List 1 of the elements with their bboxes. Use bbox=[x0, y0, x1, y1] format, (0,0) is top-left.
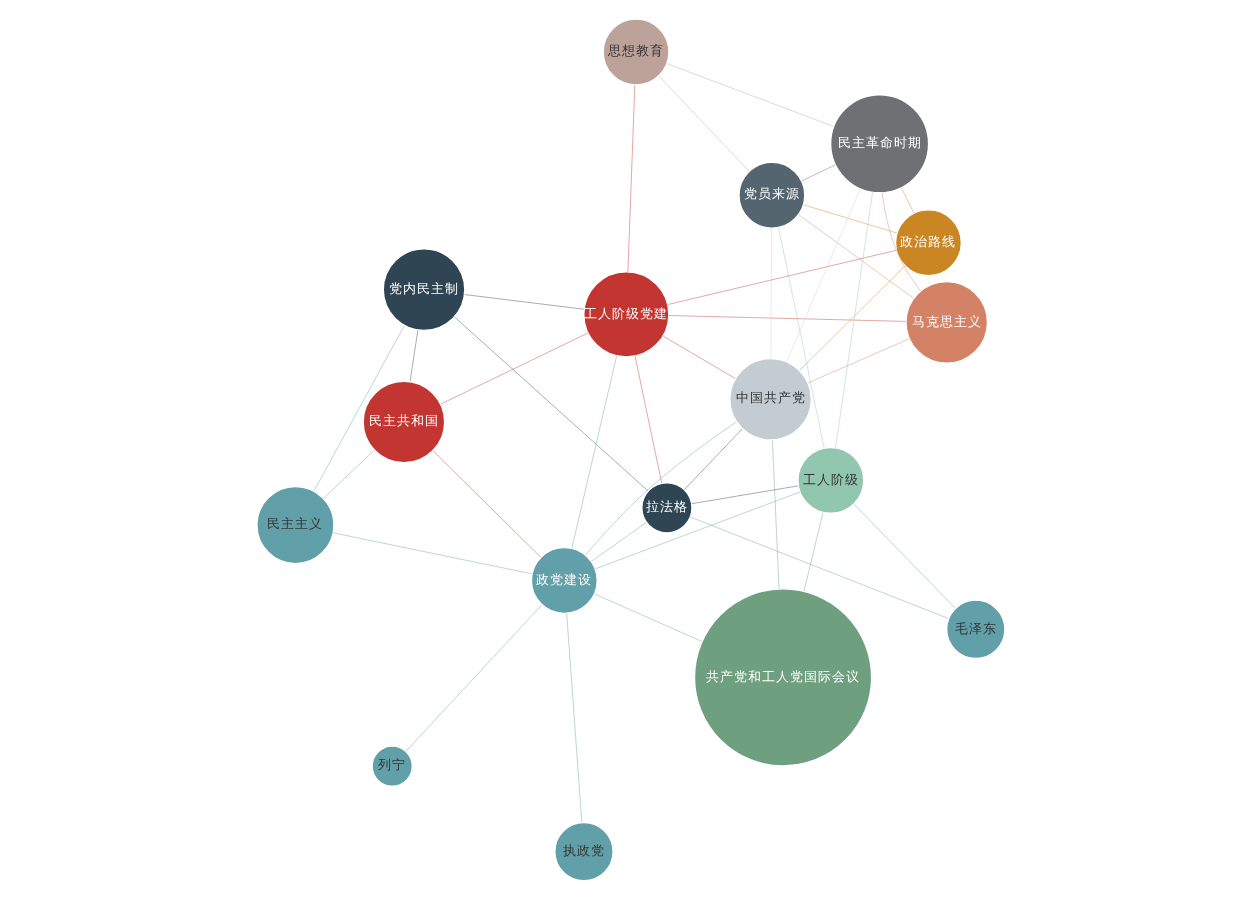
connector bbox=[584, 421, 736, 556]
